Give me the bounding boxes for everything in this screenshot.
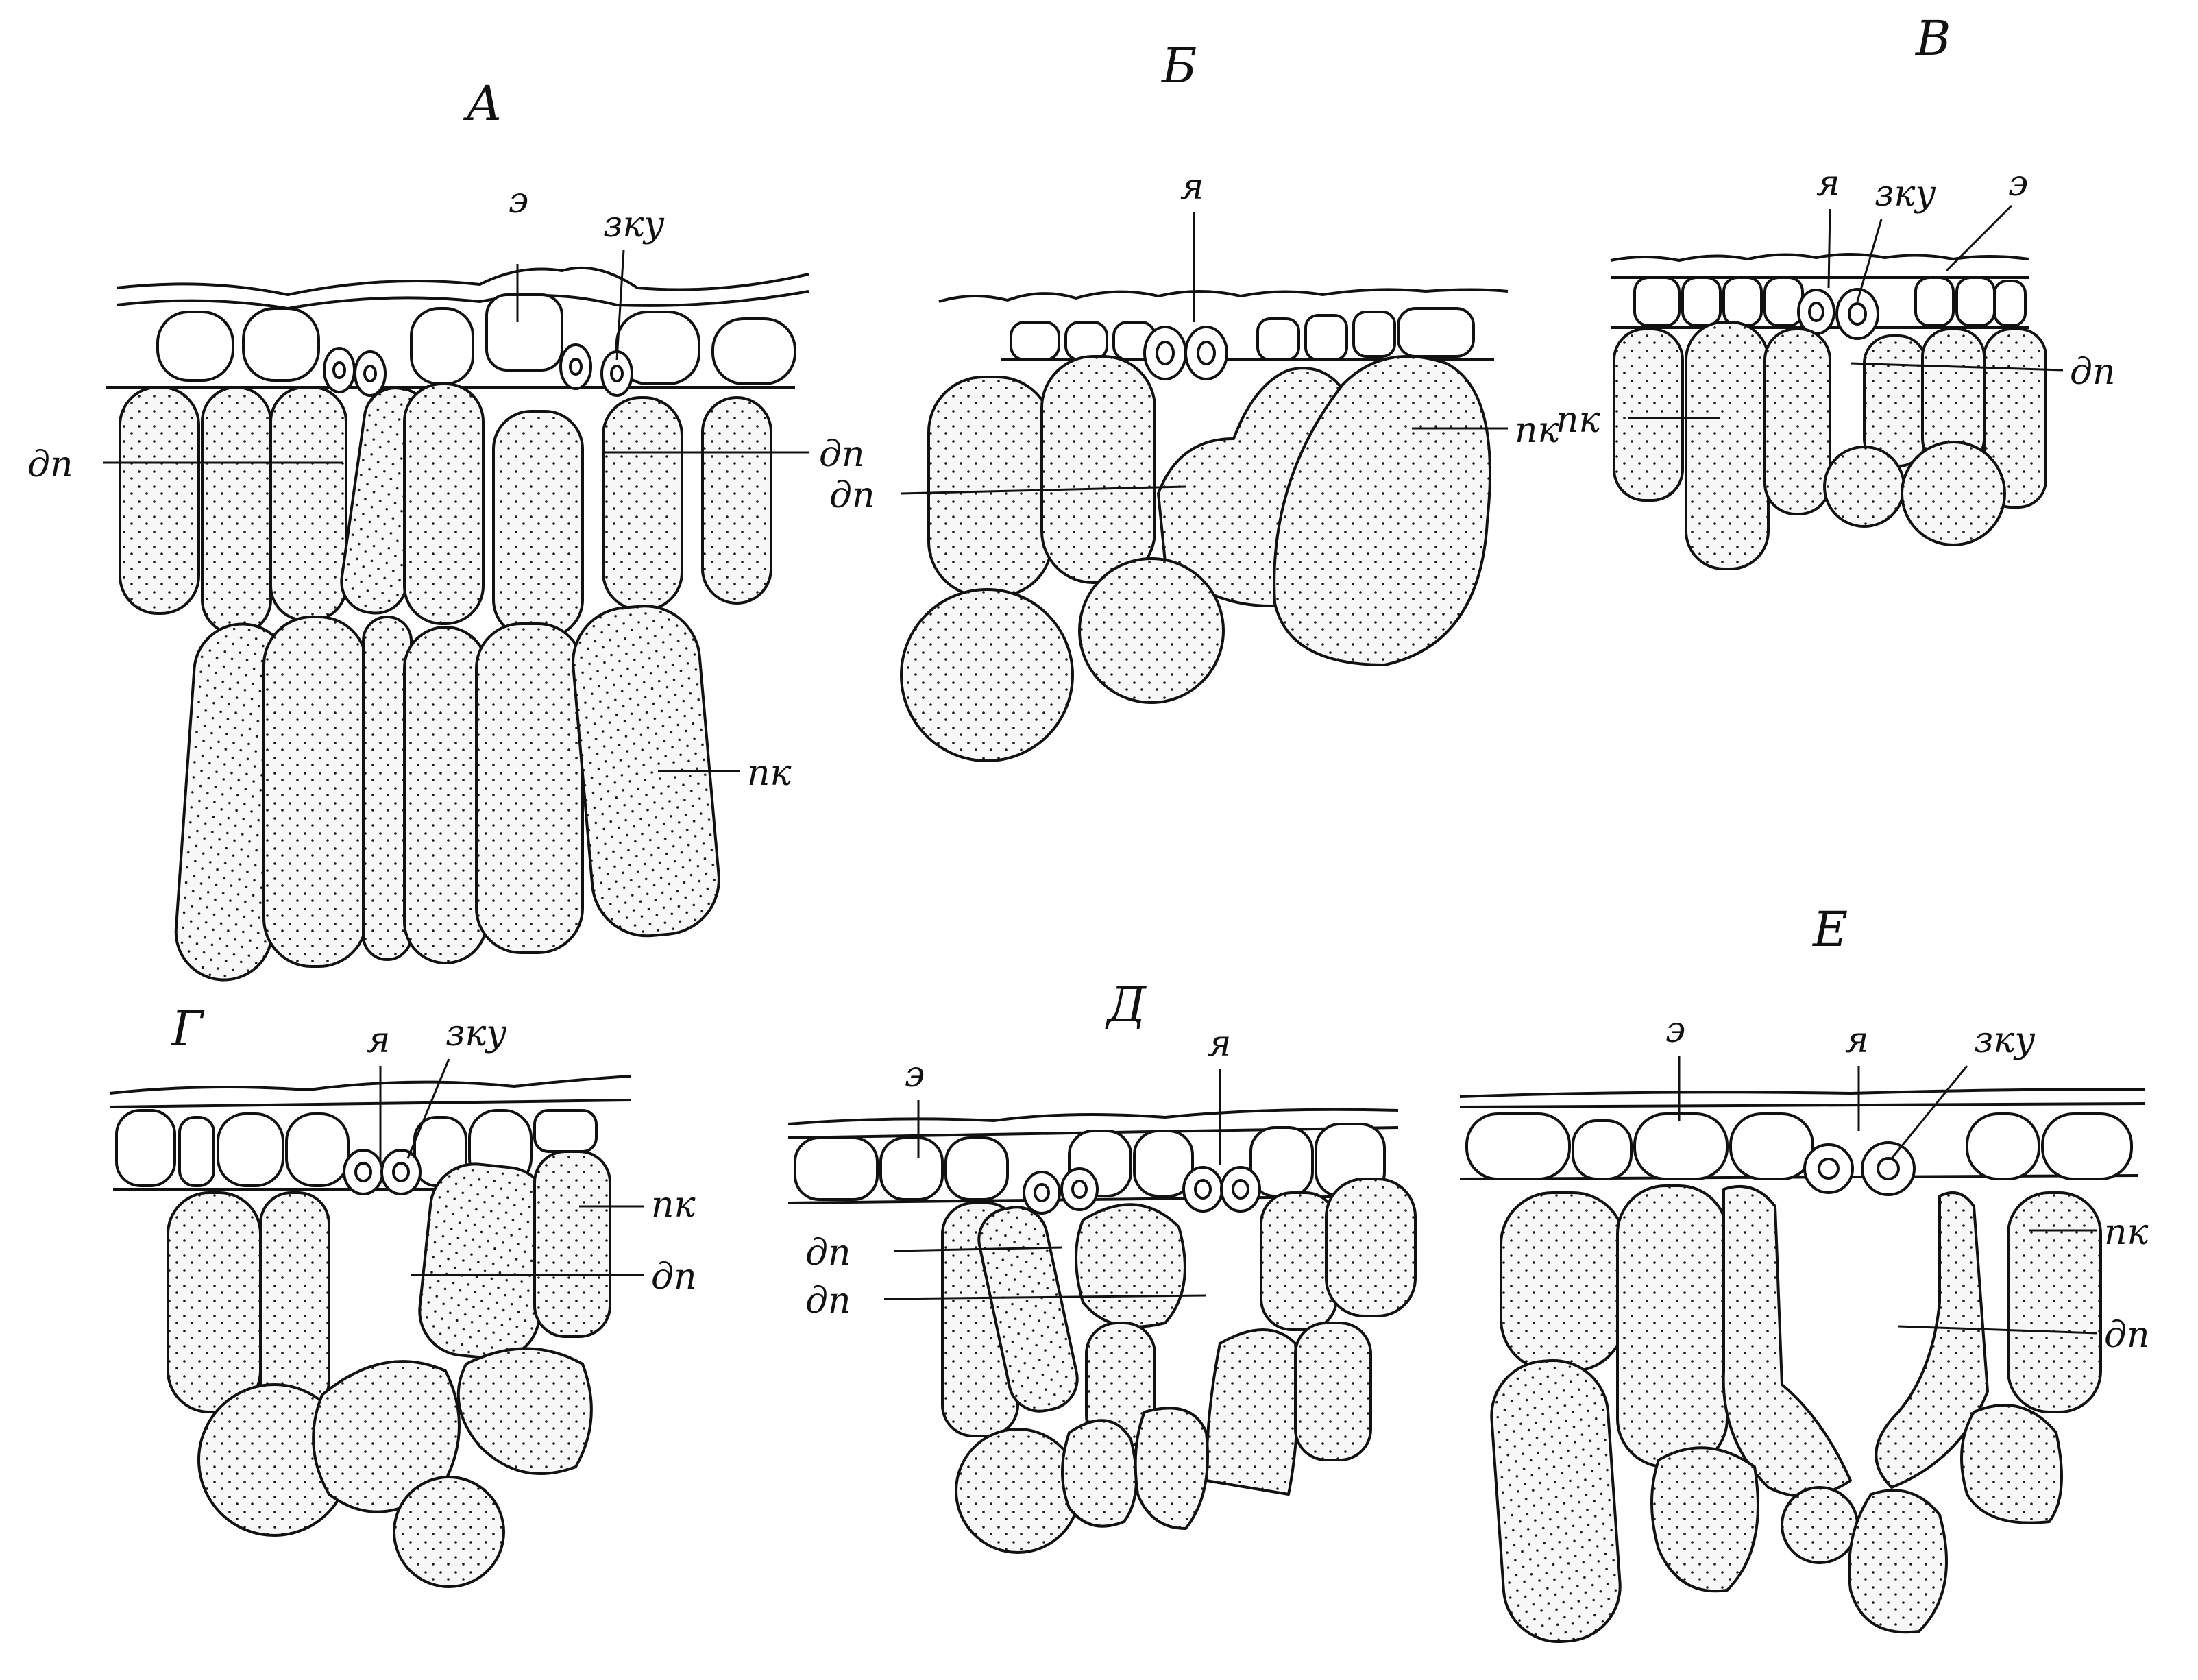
panel-v-label-guard-cells: зку: [1875, 173, 1936, 215]
panel-a-palisade-upper: [120, 384, 771, 637]
panel-b-letter: Б: [1160, 38, 1197, 94]
panel-b-epidermis: [1011, 308, 1474, 360]
panel-e-label-epidermis: э: [1665, 1010, 1685, 1051]
panel-g-cuticle: [110, 1076, 631, 1093]
panel-d-label-dp-1: дп: [805, 1232, 851, 1274]
panel-g-drawing: [110, 1059, 644, 1587]
panel-v-cuticle: [1611, 254, 2029, 260]
panel-d-label-dp-2: дп: [805, 1280, 851, 1322]
panel-v-label-epidermis: э: [2008, 163, 2028, 204]
panel-b-label-pk: пк: [1515, 410, 1559, 451]
panel-b-cuticle: [939, 289, 1508, 302]
panel-e-drawing: [1460, 1056, 2145, 1645]
panel-a-cuticle: [117, 268, 809, 295]
panel-a-label-guard-cells: зку: [603, 204, 665, 245]
panel-g-label-guard-cells: зку: [445, 1013, 507, 1054]
panel-e-label-guard-cells: зку: [1974, 1020, 2036, 1061]
panel-v-letter: В: [1914, 10, 1951, 66]
panel-a-label-dp-left: дп: [27, 444, 73, 485]
panel-a-letter: А: [463, 75, 502, 132]
panel-d-label-stoma: я: [1208, 1023, 1231, 1064]
panel-e-label-pk: пк: [2104, 1212, 2149, 1253]
panel-b-guard-cells: [1145, 327, 1227, 379]
panel-g-cuticle-inner: [110, 1100, 631, 1107]
panel-a-cuticle-inner: [117, 291, 809, 308]
panel-b-drawing: [901, 212, 1508, 761]
panel-b-label-dp: дп: [829, 475, 875, 516]
panel-b-mesophyll: [901, 356, 1490, 761]
panel-a-label-epidermis: э: [509, 180, 528, 221]
panel-d-label-epidermis: э: [905, 1054, 925, 1095]
panel-g-letter: Г: [170, 1001, 205, 1057]
panel-v-drawing: [1611, 206, 2063, 569]
panel-e-epidermis-base: [1460, 1176, 2138, 1179]
panel-g-label-stoma: я: [367, 1020, 390, 1061]
panel-v-label-pk: пк: [1556, 400, 1600, 441]
panel-v-label-dp: дп: [2070, 352, 2115, 393]
panel-e-label-dp: дп: [2104, 1315, 2149, 1356]
panel-a-palisade-lower: [173, 602, 724, 984]
panel-e-label-stoma: я: [1845, 1020, 1868, 1061]
panel-e-cuticle: [1460, 1090, 2145, 1097]
panel-a-label-dp-right: дп: [819, 434, 864, 475]
panel-e-cuticle-inner: [1460, 1104, 2145, 1107]
panel-a-drawing: [103, 250, 809, 983]
panel-d-drawing: [788, 1069, 1415, 1553]
panel-v-label-stoma: я: [1816, 163, 1840, 204]
panel-a-epidermis: [158, 295, 795, 384]
panel-d-mesophyll: [942, 1179, 1415, 1553]
panel-a-label-pk: пк: [747, 753, 792, 794]
panel-b-label-stoma: я: [1180, 167, 1204, 208]
panel-d-letter: Д: [1105, 977, 1147, 1033]
panel-g-label-dp: дп: [651, 1256, 696, 1298]
panel-e-mesophyll: [1488, 1186, 2101, 1645]
panel-e-epidermis: [1467, 1114, 2132, 1179]
panel-d-cuticle: [788, 1110, 1398, 1124]
panel-g-label-pk: пк: [651, 1184, 696, 1226]
panel-g-mesophyll: [168, 1152, 610, 1587]
panel-e-letter: Е: [1811, 901, 1848, 958]
panel-v-mesophyll: [1614, 322, 2046, 569]
